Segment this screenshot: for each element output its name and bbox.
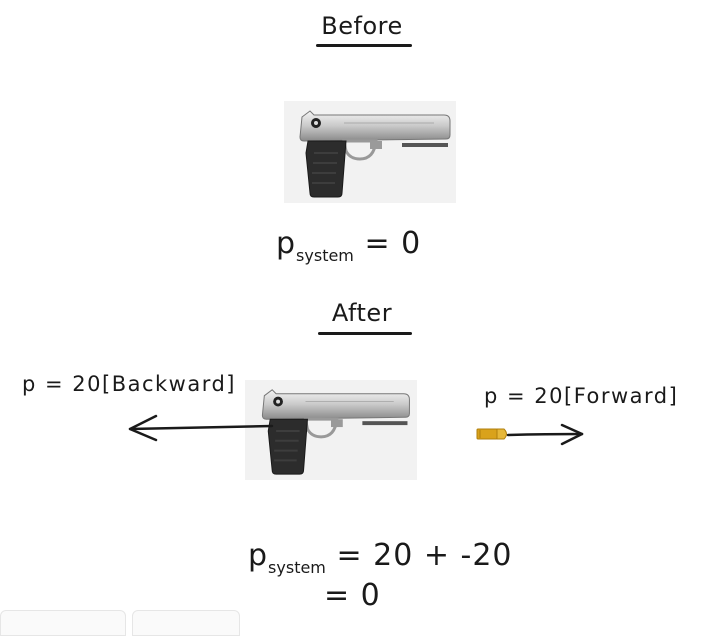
pistol-icon — [299, 110, 451, 198]
pistol-photo-before — [284, 101, 456, 203]
gun-momentum-label: p = 20[Backward] — [22, 372, 237, 396]
before-momentum-equation: psystem = 0 — [276, 226, 421, 265]
pistol-photo-after — [245, 380, 417, 480]
bottom-panel-tab[interactable] — [0, 610, 126, 636]
after-equation-rhs: = 20 + -20 — [336, 538, 513, 573]
after-underline — [318, 332, 412, 335]
after-heading: After — [331, 299, 393, 327]
system-subscript: system — [296, 246, 354, 265]
backward-arrow — [128, 414, 274, 442]
momentum-symbol: p — [276, 226, 297, 261]
bullet-momentum-label: p = 20[Forward] — [484, 384, 679, 408]
bullet-icon — [476, 428, 507, 440]
before-underline — [316, 44, 412, 47]
after-momentum-equation: psystem = 20 + -20 — [248, 538, 513, 577]
bottom-panel-tab[interactable] — [132, 610, 240, 636]
after-equation-result: = 0 — [324, 578, 381, 613]
before-equation-rhs: = 0 — [364, 226, 422, 261]
momentum-symbol: p — [248, 538, 269, 573]
system-subscript: system — [268, 558, 326, 577]
before-heading: Before — [321, 12, 403, 40]
forward-arrow — [506, 423, 584, 446]
pistol-icon — [261, 389, 410, 475]
